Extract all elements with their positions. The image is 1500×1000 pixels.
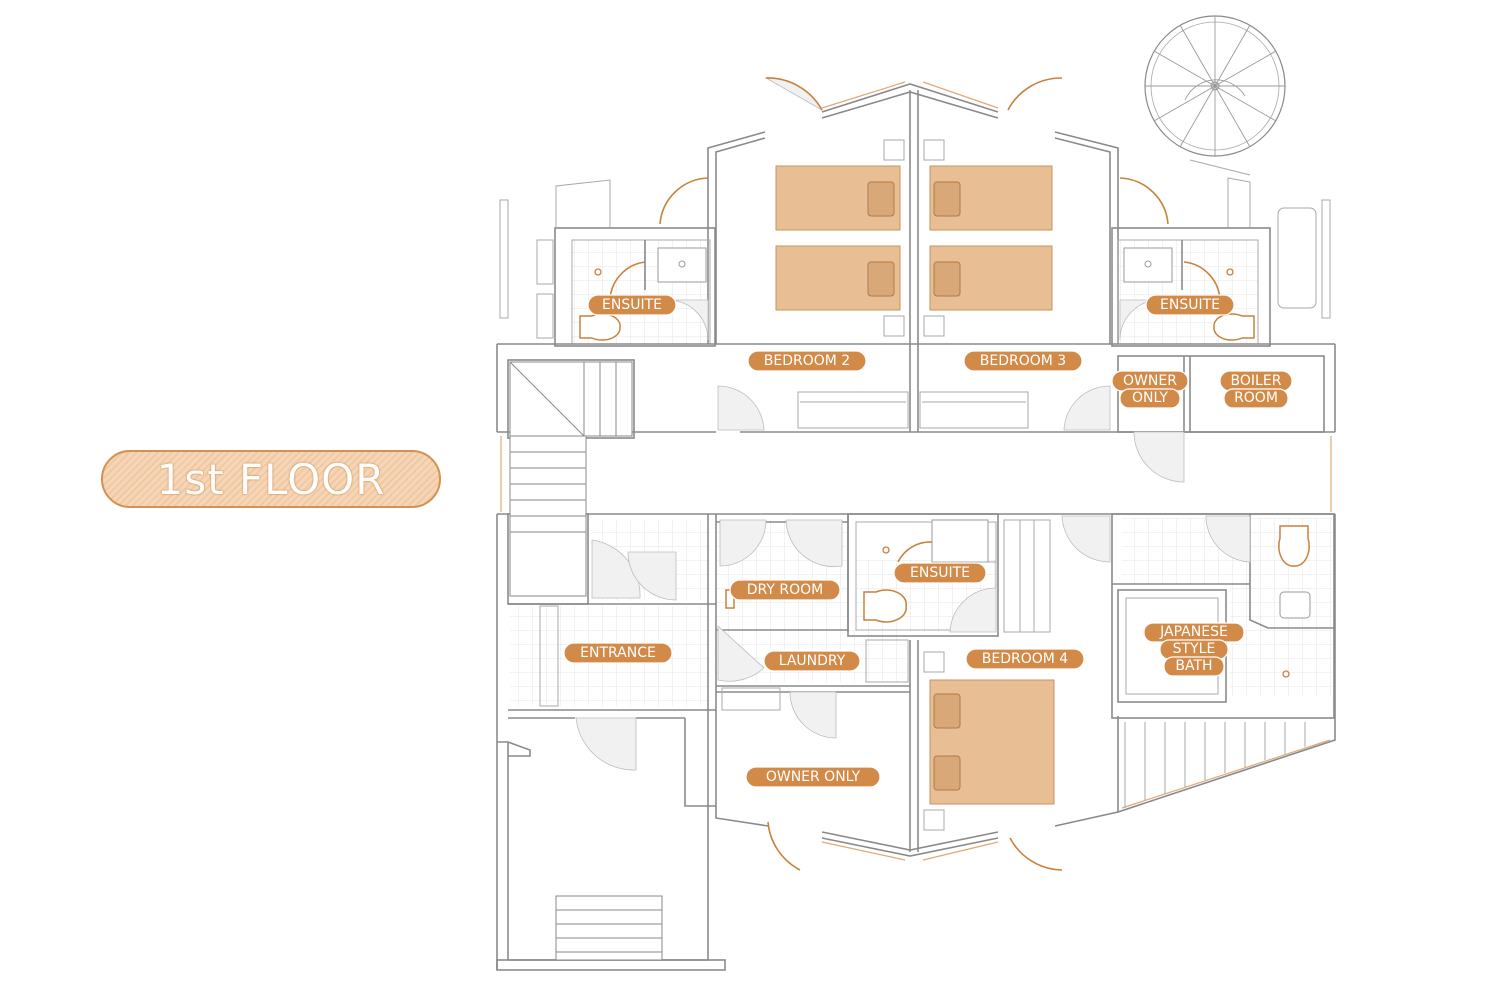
spiral-staircase <box>1144 15 1286 157</box>
glazing <box>821 81 999 861</box>
svg-text:DRY ROOM: DRY ROOM <box>747 582 823 598</box>
svg-text:BATH: BATH <box>1175 658 1212 674</box>
beds <box>775 165 1055 805</box>
label-bedroom-2: BEDROOM 2 <box>747 350 867 372</box>
label-ensuite-center: ENSUITE <box>893 562 987 584</box>
label-dry-room: DRY ROOM <box>729 579 841 601</box>
walls <box>496 83 1336 971</box>
bedside-tables <box>883 139 945 831</box>
svg-text:BEDROOM 2: BEDROOM 2 <box>764 353 850 369</box>
svg-text:JAPANESE: JAPANESE <box>1159 624 1228 640</box>
svg-text:ENSUITE: ENSUITE <box>1160 297 1220 313</box>
label-ensuite-right: ENSUITE <box>1145 294 1235 316</box>
svg-text:LAUNDRY: LAUNDRY <box>779 653 846 669</box>
svg-text:ROOM: ROOM <box>1234 390 1278 406</box>
svg-text:BEDROOM 4: BEDROOM 4 <box>982 651 1069 667</box>
toilets <box>579 313 1310 623</box>
staircase <box>509 361 633 597</box>
room-labels: BEDROOM 2 BEDROOM 3 ENSUITE ENSUITE OWNE… <box>563 294 1293 788</box>
label-owner-only-bottom: OWNER ONLY <box>745 766 881 788</box>
svg-text:ONLY: ONLY <box>1132 390 1168 406</box>
floor-title-badge: 1st FLOOR <box>101 450 441 508</box>
svg-text:ENSUITE: ENSUITE <box>602 297 662 313</box>
doors <box>575 77 1251 871</box>
label-bedroom-4: BEDROOM 4 <box>965 648 1085 670</box>
svg-text:BOILER: BOILER <box>1231 373 1282 389</box>
label-entrance: ENTRANCE <box>563 642 673 664</box>
tiled-floors <box>510 240 1332 706</box>
svg-text:ENTRANCE: ENTRANCE <box>580 645 656 661</box>
label-boiler-room: BOILER ROOM <box>1219 370 1293 409</box>
svg-text:ENSUITE: ENSUITE <box>910 565 970 581</box>
label-ensuite-left: ENSUITE <box>587 294 677 316</box>
floor-title: 1st FLOOR <box>156 454 386 504</box>
svg-text:OWNER ONLY: OWNER ONLY <box>766 769 861 785</box>
svg-text:STYLE: STYLE <box>1173 641 1216 657</box>
svg-text:OWNER: OWNER <box>1123 373 1177 389</box>
label-japanese-style-bath: JAPANESE STYLE BATH <box>1143 622 1245 677</box>
svg-text:BEDROOM 3: BEDROOM 3 <box>980 353 1066 369</box>
label-bedroom-3: BEDROOM 3 <box>963 350 1083 372</box>
sinks-and-taps <box>594 260 1290 678</box>
label-owner-only-top: OWNER ONLY <box>1111 370 1189 409</box>
label-laundry: LAUNDRY <box>763 650 861 672</box>
